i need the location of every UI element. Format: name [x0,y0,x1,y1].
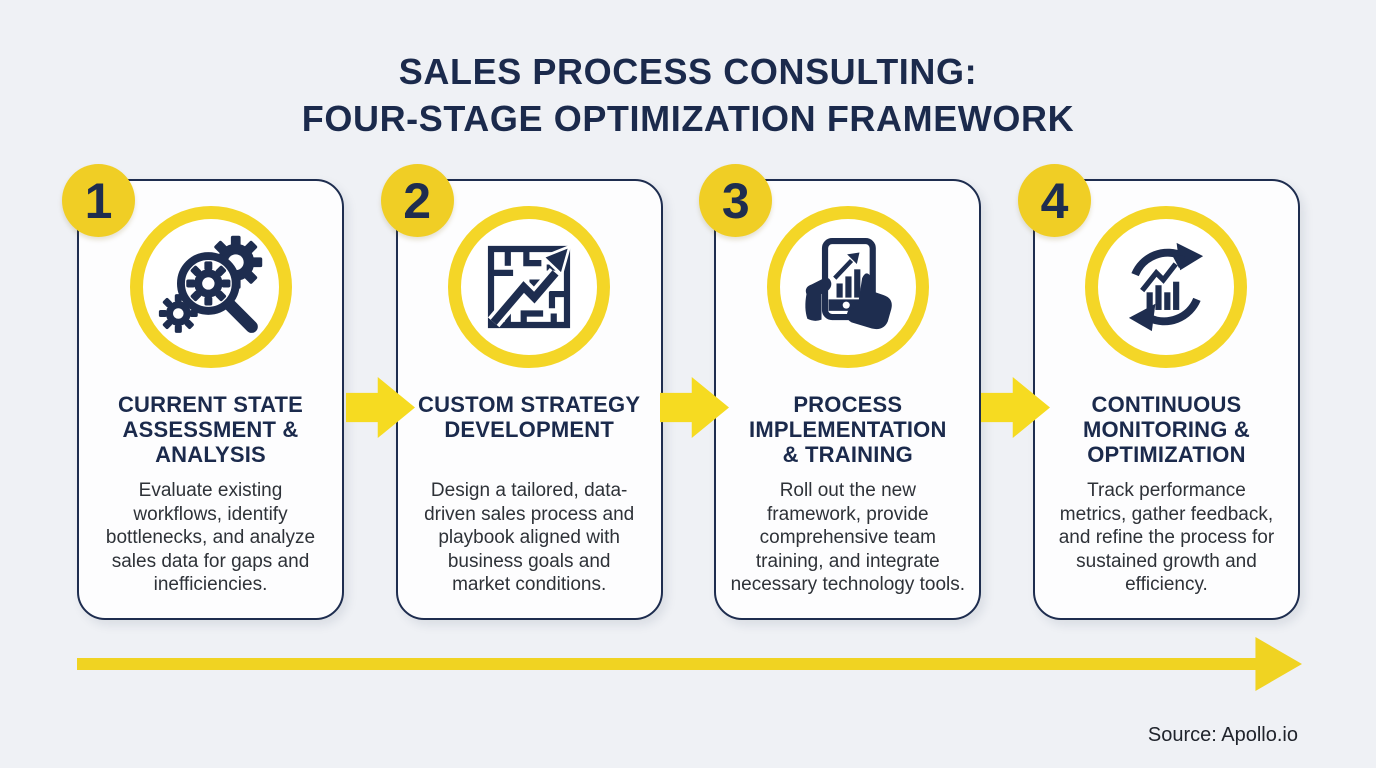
stage-description: Design a tailored, data- driven sales pr… [424,480,635,595]
stage-number-badge: 4 [1017,164,1091,237]
cycle-chart-icon [1129,242,1204,332]
stage-title: CUSTOM STRATEGY DEVELOPMENT [418,392,641,442]
timeline-arrow-icon [77,637,1302,691]
maze-arrow-icon [488,244,572,329]
stage-title: CURRENT STATE ASSESSMENT & ANALYSIS [117,392,304,467]
stages-row: 1 [62,164,1300,620]
stage-icon-circle [1085,206,1248,368]
stage-number-badge: 3 [699,164,773,237]
stage-card-3: 3 PROCESS IMPLEMENTATION & [699,164,982,620]
page-title-line1: SALES PROCESS CONSULTING: [398,51,978,92]
magnifier-gears-icon [158,235,262,333]
stage-icon-circle [766,206,929,368]
stage-description: Track performance metrics, gather feedba… [1058,480,1275,595]
stage-title: CONTINUOUS MONITORING & OPTIMIZATION [1082,392,1250,467]
stage-card-4: 4 CONTINUOUS MONITORING & O [1017,164,1300,620]
stage-number-badge: 1 [62,164,135,237]
stage-card-2: 2 [380,164,663,620]
stage-icon-circle [448,206,611,368]
stage-description: Evaluate existing workflows, identify bo… [105,480,316,595]
source-attribution: Source: Apollo.io [1147,724,1298,746]
stage-title: PROCESS IMPLEMENTATION & TRAINING [749,392,947,467]
stage-card-1: 1 [62,164,344,620]
stage-number-badge: 2 [380,164,454,237]
page-title: SALES PROCESS CONSULTING: FOUR-STAGE OPT… [0,48,1376,142]
page-title-line2: FOUR-STAGE OPTIMIZATION FRAMEWORK [301,98,1075,139]
stage-description: Roll out the new framework, provide comp… [730,480,966,595]
tablet-hands-icon [805,237,892,330]
stage-icon-circle [129,206,292,368]
